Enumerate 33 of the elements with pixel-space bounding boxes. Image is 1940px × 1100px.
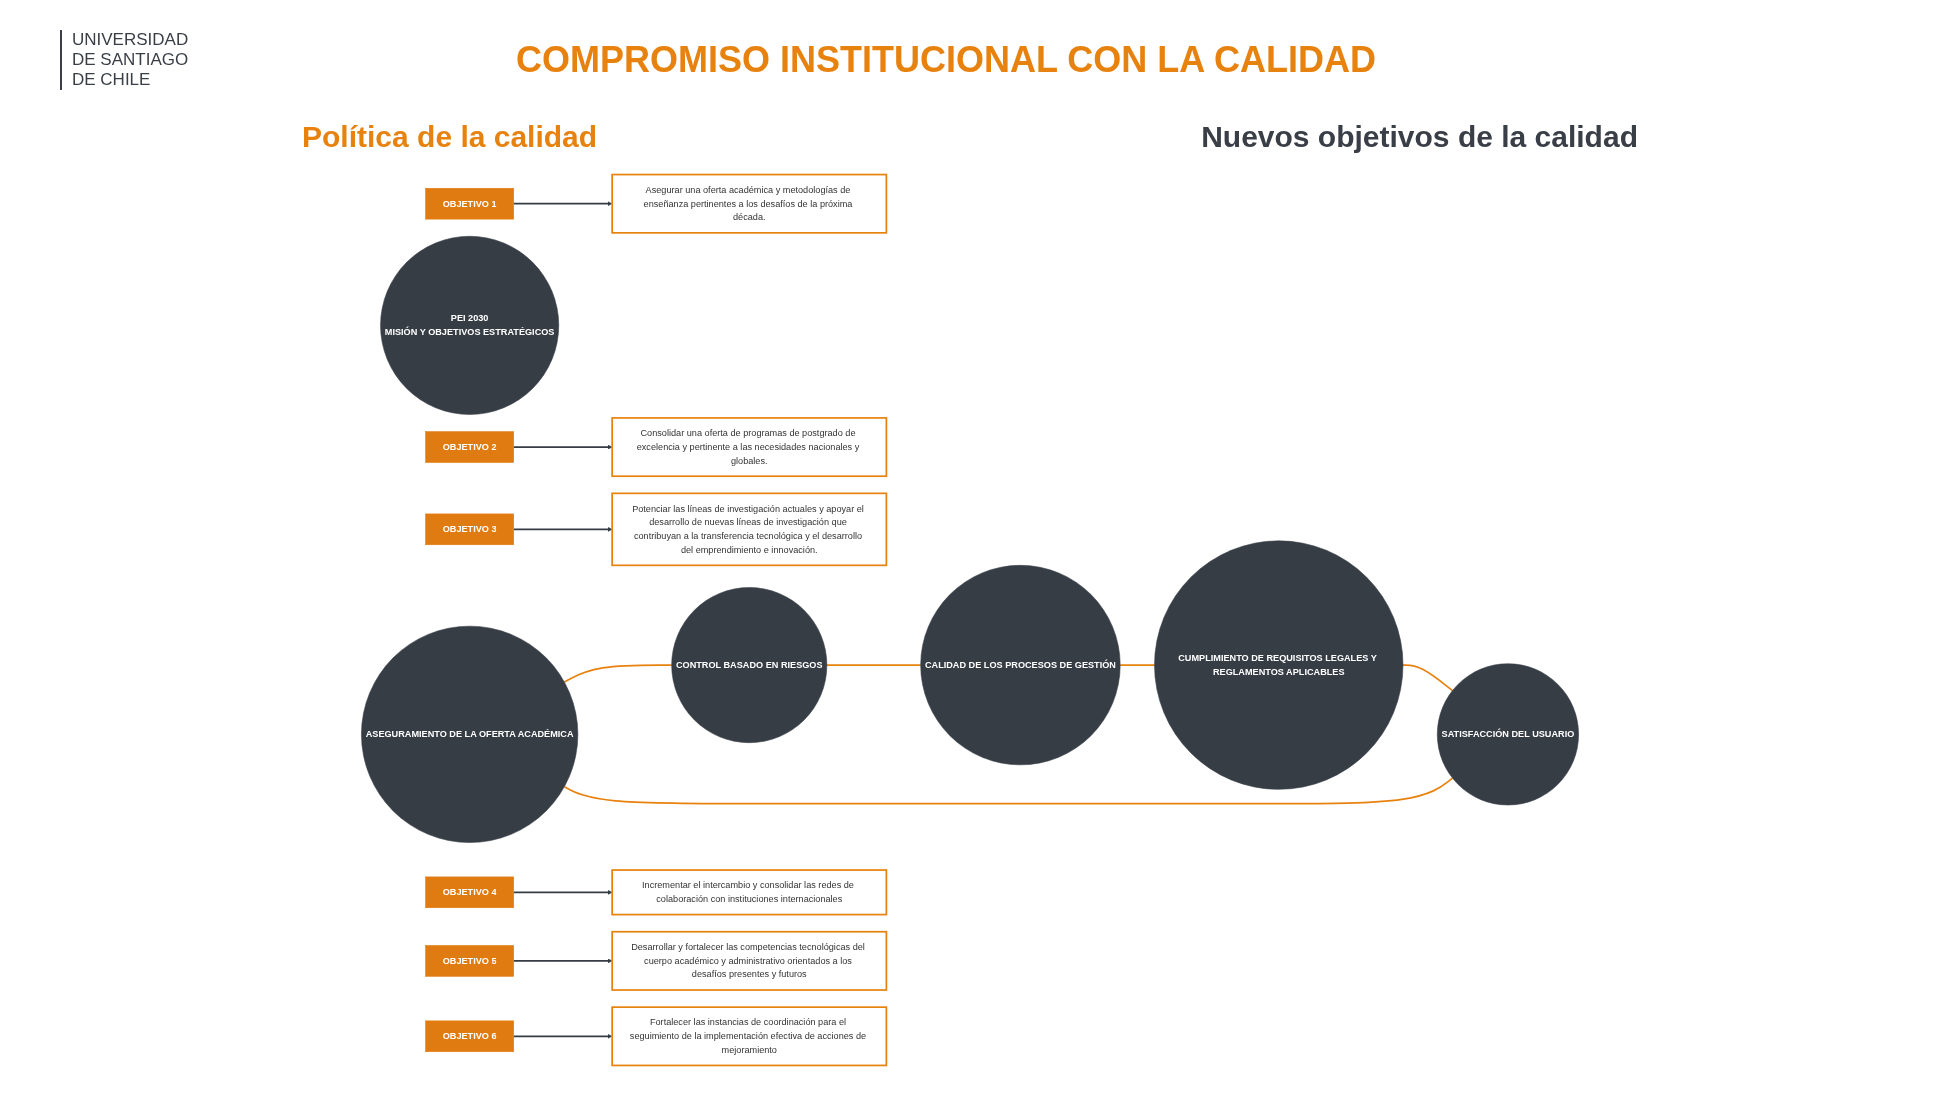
section-heading: Política de la calidad xyxy=(302,120,598,155)
node-box: Fortalecer las instancias de coordinación para el seguimiento de la implementación efectiva de acciones de mejoramiento xyxy=(611,1006,888,1067)
node-box: Asegurar una oferta académica y metodologías de enseñanza pertinentes a los desafíos de la próxima década. xyxy=(611,173,888,234)
node-circle: CUMPLIMIENTO DE REQUISITOS LEGALES Y REGLAMENTOS APLICABLES xyxy=(1154,540,1404,790)
node-box: OBJETIVO 4 xyxy=(425,876,514,909)
node-circle: SATISFACCIÓN DEL USUARIO xyxy=(1437,663,1579,806)
node-circle: PEI 2030 MISIÓN Y OBJETIVOS ESTRATÉGICOS xyxy=(380,236,560,415)
arrow xyxy=(512,889,613,895)
node-box: OBJETIVO 2 xyxy=(425,431,514,463)
connector xyxy=(826,664,922,666)
arrow xyxy=(512,444,613,450)
node-box: Consolidar una oferta de programas de postgrado de excelencia y pertinente a las necesidades nacionales y globales. xyxy=(611,417,888,478)
connector xyxy=(1119,664,1156,666)
section-heading: Nuevos objetivos de la calidad xyxy=(1201,120,1638,155)
node-box: OBJETIVO 6 xyxy=(425,1020,514,1052)
title: COMPROMISO INSTITUCIONAL CON LA CALIDAD xyxy=(515,39,1377,81)
connector xyxy=(563,777,1454,805)
node-box: Potenciar las líneas de investigación actuales y apoyar el desarrollo de nuevas líneas de investigación que contribuyan a la transferencia tecnológica y el desarrollo del emprendimiento e innovación. xyxy=(611,492,888,567)
node-circle: ASEGURAMIENTO DE LA OFERTA ACADÉMICA xyxy=(361,625,579,843)
node-box: OBJETIVO 1 xyxy=(425,188,514,220)
arrow xyxy=(512,526,613,532)
node-box: Desarrollar y fortalecer las competencias tecnológicas del cuerpo académico y administrativo orientados a los desafíos presentes y futuros xyxy=(611,930,888,991)
node-box: Incrementar el intercambio y consolidar las redes de colaboración con instituciones internacionales xyxy=(611,869,888,916)
arrow xyxy=(512,1033,613,1039)
node-box: OBJETIVO 5 xyxy=(425,945,514,977)
node-box: OBJETIVO 3 xyxy=(425,513,514,546)
node-circle: CALIDAD DE LOS PROCESOS DE GESTIÓN xyxy=(920,565,1121,766)
arrow xyxy=(512,958,613,964)
university-name: UNIVERSIDAD DE SANTIAGO DE CHILE xyxy=(60,30,212,90)
arrow xyxy=(512,201,613,207)
connector xyxy=(1402,664,1454,692)
node-circle: CONTROL BASADO EN RIESGOS xyxy=(671,587,828,743)
connector xyxy=(563,664,673,683)
